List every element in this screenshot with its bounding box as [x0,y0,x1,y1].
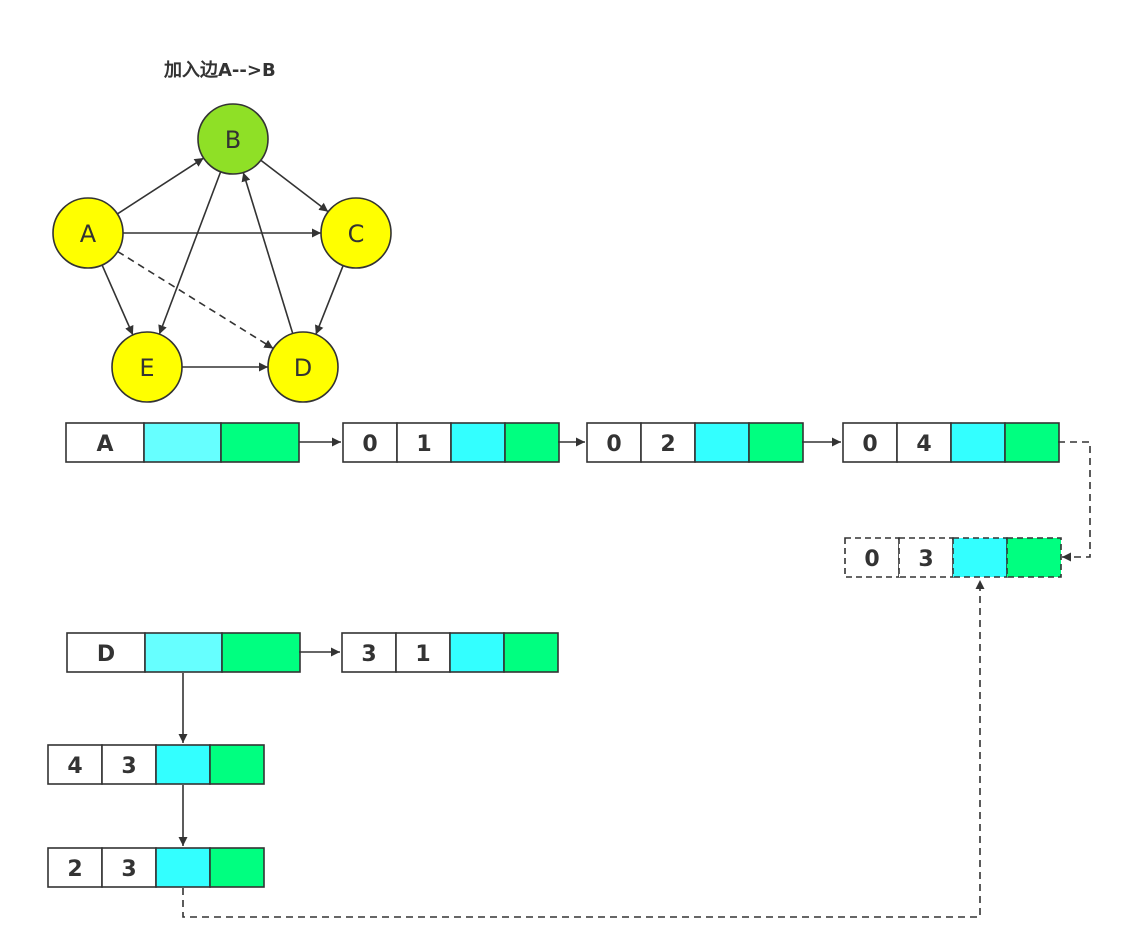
node-value: 3 [361,642,376,667]
head-label: D [97,642,115,667]
edge-C-D [314,265,344,335]
vertex-label: C [348,220,365,248]
link-colD-new [182,580,985,918]
node-value: 4 [67,754,82,779]
vertex-circle [320,197,392,269]
edge-D-B [241,172,294,334]
vertex-D: D [267,331,339,403]
node-value: 3 [121,857,136,882]
vertex-circle [197,103,269,175]
vertex-label: B [225,126,241,154]
node-value: 2 [67,857,82,882]
node-value: 0 [606,432,621,457]
vertex-label: E [139,354,154,382]
edge-B-C [260,159,329,213]
vertex-B: B [197,103,269,175]
vertex-circle [52,197,124,269]
link-rowA-new [1058,441,1091,562]
diagram-title: 加入边A-->B [164,60,276,81]
node-value: 3 [121,754,136,779]
node-value: 4 [916,432,931,457]
edge-B-E [158,171,222,335]
node-value: 1 [416,432,431,457]
vertex-C: C [320,197,392,269]
vertex-circle [267,331,339,403]
edge-A-B [116,157,205,215]
head-node-A: A [65,422,300,463]
node-value: 0 [862,432,877,457]
vertex-label: D [294,354,312,382]
edge-A-D [117,250,274,350]
vertex-A: A [52,197,124,269]
vertex-circle [111,331,183,403]
node-value: 2 [660,432,675,457]
edge-A-E [101,264,134,336]
node-value: 3 [918,547,933,572]
head-label: A [96,432,113,457]
vertex-label: A [80,220,97,248]
node-value: 0 [864,547,879,572]
vertex-E: E [111,331,183,403]
node-value: 1 [415,642,430,667]
head-node-D: D [66,632,301,673]
node-value: 0 [362,432,377,457]
